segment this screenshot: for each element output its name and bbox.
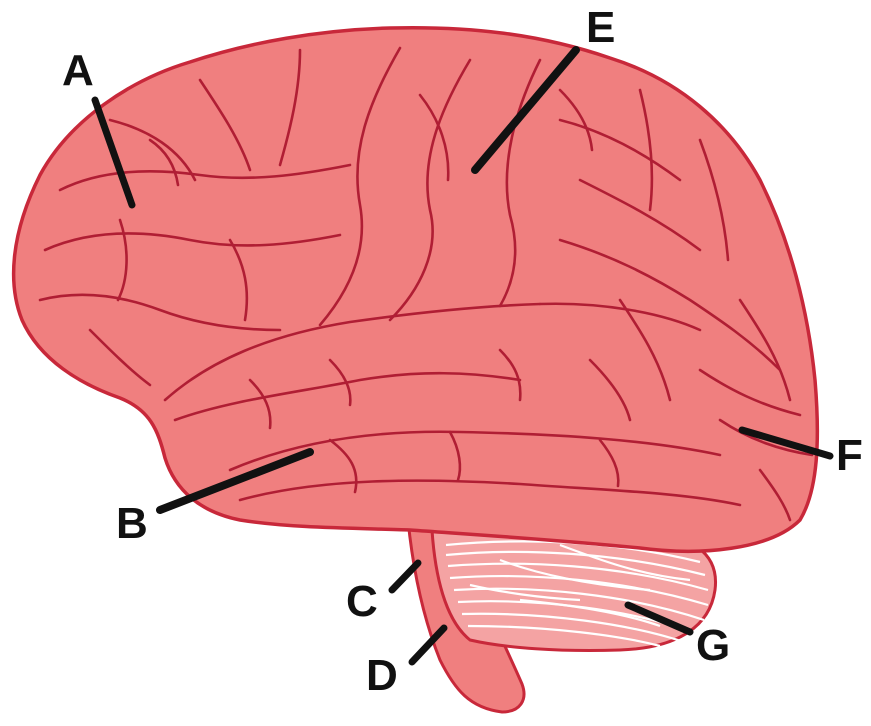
label-d: D bbox=[366, 651, 398, 700]
pointer-c bbox=[392, 563, 418, 590]
label-f: F bbox=[836, 431, 863, 480]
label-c: C bbox=[346, 577, 378, 626]
label-g: G bbox=[696, 621, 730, 670]
label-a: A bbox=[62, 46, 94, 95]
label-b: B bbox=[116, 499, 148, 548]
label-e: E bbox=[586, 3, 615, 52]
